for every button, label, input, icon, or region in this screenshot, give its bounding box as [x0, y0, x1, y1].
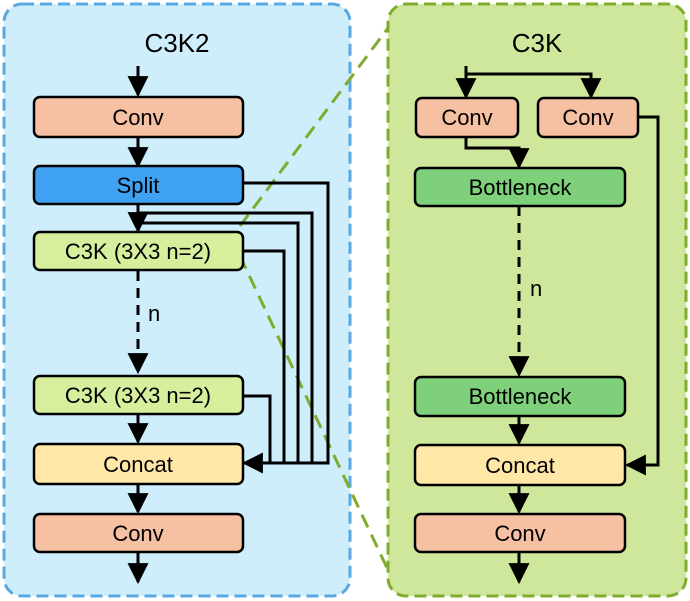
left-conv-top-label: Conv — [112, 105, 163, 130]
left-connectors — [127, 66, 330, 585]
left-concat-label: Concat — [103, 452, 173, 477]
right-title: C3K — [512, 28, 563, 58]
left-title: C3K2 — [144, 28, 209, 58]
right-conv-bottom — [413, 512, 627, 554]
right-conv-right — [536, 96, 640, 139]
right-conv-bottom-label: Conv — [494, 521, 545, 546]
right-bottleneck-top-label: Bottleneck — [469, 175, 573, 200]
left-n-label: n — [148, 301, 160, 326]
left-conv-bottom-label: Conv — [112, 521, 163, 546]
right-bottleneck-bottom-label: Bottleneck — [469, 384, 573, 409]
zoom-line-top — [238, 27, 390, 227]
right-bottleneck-top — [413, 166, 627, 208]
left-c3k-first — [32, 230, 245, 272]
left-c3k-first-label: C3K (3X3 n=2) — [65, 239, 211, 264]
right-conv-left-label: Conv — [441, 105, 492, 130]
right-concat-label: Concat — [485, 453, 555, 478]
right-concat — [413, 443, 627, 487]
right-conv-right-label: Conv — [562, 105, 613, 130]
left-conv-bottom — [32, 512, 245, 554]
left-c3k-last-label: C3K (3X3 n=2) — [65, 383, 211, 408]
left-c3k-last — [32, 374, 245, 416]
left-split — [32, 164, 245, 206]
right-n-label: n — [530, 276, 542, 301]
right-bottleneck-bottom — [413, 375, 627, 418]
right-conv-left — [414, 96, 520, 139]
right-connectors — [455, 66, 660, 585]
zoom-line-bottom — [238, 255, 390, 571]
left-concat — [32, 442, 245, 486]
left-conv-top — [32, 95, 245, 139]
left-split-label: Split — [117, 173, 160, 198]
